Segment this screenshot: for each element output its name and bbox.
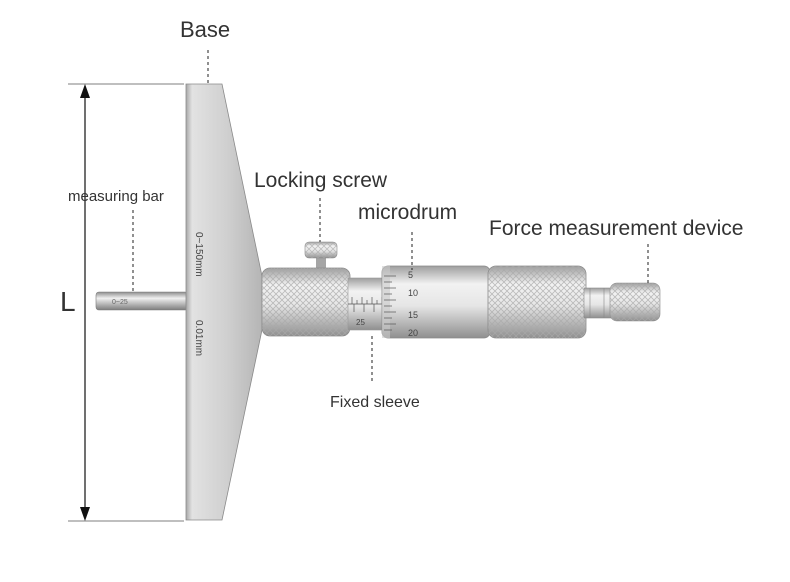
sleeve-number: 25: [356, 318, 365, 327]
drum-number-15: 15: [408, 310, 418, 320]
range-engraving: 0~150mm: [193, 232, 204, 277]
microdrum-body: 5 10 15 20: [381, 265, 491, 339]
fixed-sleeve: 25: [347, 277, 385, 331]
resolution-engraving: 0.01mm: [193, 320, 204, 356]
label-locking-screw: Locking screw: [254, 169, 388, 192]
knurled-sleeve: [261, 267, 351, 337]
drum-number-10: 10: [408, 288, 418, 298]
measuring-bar: 0~25: [95, 291, 189, 311]
base-plate: 0~150mm 0.01mm: [185, 83, 263, 521]
drum-number-20: 20: [408, 328, 418, 338]
drum-number-5: 5: [408, 270, 413, 280]
label-microdrum: microdrum: [358, 201, 458, 224]
leader-lines: [132, 50, 649, 382]
length-dimension-arrow: [68, 83, 184, 522]
locking-screw: [304, 241, 338, 270]
label-measuring-bar: measuring bar: [68, 188, 164, 205]
label-base: Base: [180, 17, 231, 42]
label-length: L: [60, 286, 76, 317]
label-force-measurement-device: Force measurement device: [489, 217, 744, 240]
label-fixed-sleeve: Fixed sleeve: [330, 394, 420, 411]
force-measurement-device: [487, 265, 661, 339]
bar-marking: 0~25: [112, 299, 128, 306]
